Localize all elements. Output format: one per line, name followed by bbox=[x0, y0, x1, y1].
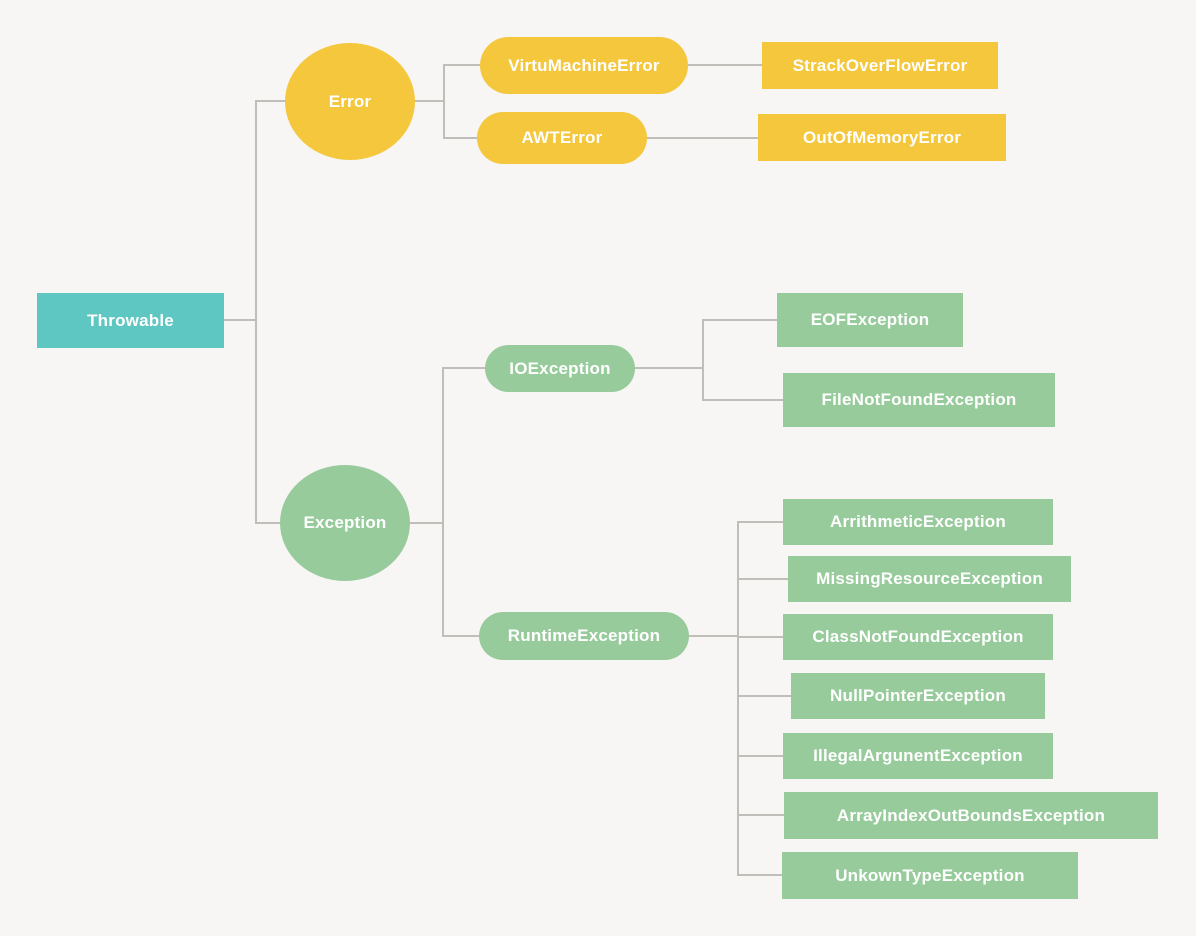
connector-throwable-trunk bbox=[224, 319, 257, 321]
connector-trunk-error bbox=[255, 100, 287, 102]
connector-exception-branch bbox=[408, 522, 444, 524]
node-class-not-found-exception: ClassNotFoundException bbox=[783, 614, 1053, 660]
node-runtime-exception: RuntimeException bbox=[479, 612, 689, 660]
connector-runtime-branch-vertical bbox=[737, 521, 739, 876]
node-missing-resource-exception: MissingResourceException bbox=[788, 556, 1071, 602]
connector-branch-null-pointer bbox=[737, 695, 791, 697]
node-io-exception: IOException bbox=[485, 345, 635, 392]
connector-exception-branch-vertical bbox=[442, 367, 444, 637]
node-strack-overflow-error: StrackOverFlowError bbox=[762, 42, 998, 89]
connector-branch-eof-exception bbox=[702, 319, 777, 321]
connector-branch-class-not-found bbox=[737, 636, 783, 638]
connector-trunk-error-exception bbox=[255, 100, 257, 524]
connector-runtime-branch bbox=[689, 635, 739, 637]
connector-branch-runtime-exception bbox=[442, 635, 479, 637]
node-file-not-found-exception: FileNotFoundException bbox=[783, 373, 1055, 427]
connector-branch-arrithmetic bbox=[737, 521, 783, 523]
connector-branch-illegal-argunent bbox=[737, 755, 783, 757]
connector-io-branch bbox=[635, 367, 704, 369]
connector-branch-array-index bbox=[737, 814, 784, 816]
node-array-index-out-bounds-exception: ArrayIndexOutBoundsException bbox=[784, 792, 1158, 839]
connector-trunk-exception bbox=[255, 522, 283, 524]
node-unkown-type-exception: UnkownTypeException bbox=[782, 852, 1078, 899]
connector-error-branch bbox=[413, 100, 445, 102]
node-throwable: Throwable bbox=[37, 293, 224, 348]
node-illegal-argunent-exception: IllegalArgunentException bbox=[783, 733, 1053, 779]
connector-branch-io-exception bbox=[442, 367, 485, 369]
connector-awt-out-of-memory bbox=[647, 137, 758, 139]
connector-branch-unkown-type bbox=[737, 874, 782, 876]
node-arrithmetic-exception: ArrithmeticException bbox=[783, 499, 1053, 545]
node-awt-error: AWTError bbox=[477, 112, 647, 164]
connector-branch-virtu-machine-error bbox=[443, 64, 480, 66]
connector-branch-file-not-found bbox=[702, 399, 783, 401]
node-eof-exception: EOFException bbox=[777, 293, 963, 347]
node-error: Error bbox=[285, 43, 415, 160]
connector-virtu-machine-strack bbox=[688, 64, 762, 66]
node-exception: Exception bbox=[280, 465, 410, 581]
node-null-pointer-exception: NullPointerException bbox=[791, 673, 1045, 719]
connector-io-branch-vertical bbox=[702, 319, 704, 401]
node-out-of-memory-error: OutOfMemoryError bbox=[758, 114, 1006, 161]
connector-error-branch-vertical bbox=[443, 64, 445, 139]
connector-branch-missing-resource bbox=[737, 578, 788, 580]
node-virtu-machine-error: VirtuMachineError bbox=[480, 37, 688, 94]
connector-branch-awt-error bbox=[443, 137, 477, 139]
